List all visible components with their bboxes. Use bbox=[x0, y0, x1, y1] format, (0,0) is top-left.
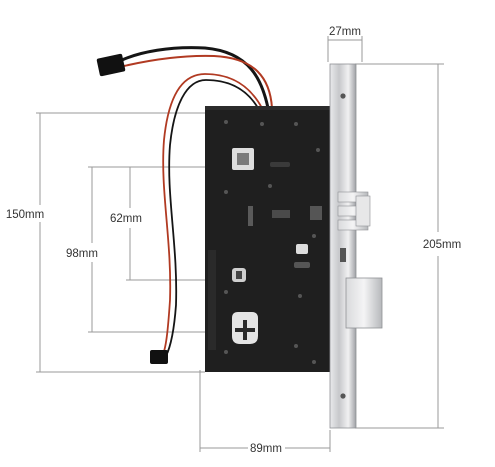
dimension-label-27mm: 27mm bbox=[329, 26, 361, 38]
wire-connector-bottom bbox=[150, 350, 168, 364]
body-features bbox=[224, 120, 322, 364]
auxiliary-latch bbox=[337, 191, 371, 231]
dimension-label-62mm: 62mm bbox=[110, 213, 142, 225]
wire-harness bbox=[120, 46, 273, 357]
dimension-label-205mm: 205mm bbox=[423, 239, 461, 251]
latch-bolt bbox=[345, 277, 383, 329]
faceplate-screw-top bbox=[340, 93, 346, 99]
dimension-label-89mm: 89mm bbox=[250, 443, 282, 455]
wire-connector-top bbox=[96, 53, 126, 77]
faceplate-screw-bottom bbox=[340, 393, 346, 399]
dimension-label-150mm: 150mm bbox=[6, 209, 44, 221]
dimension-lines bbox=[36, 36, 444, 452]
dimension-label-98mm: 98mm bbox=[66, 248, 98, 260]
lock-body bbox=[205, 106, 330, 372]
faceplate bbox=[329, 63, 357, 429]
